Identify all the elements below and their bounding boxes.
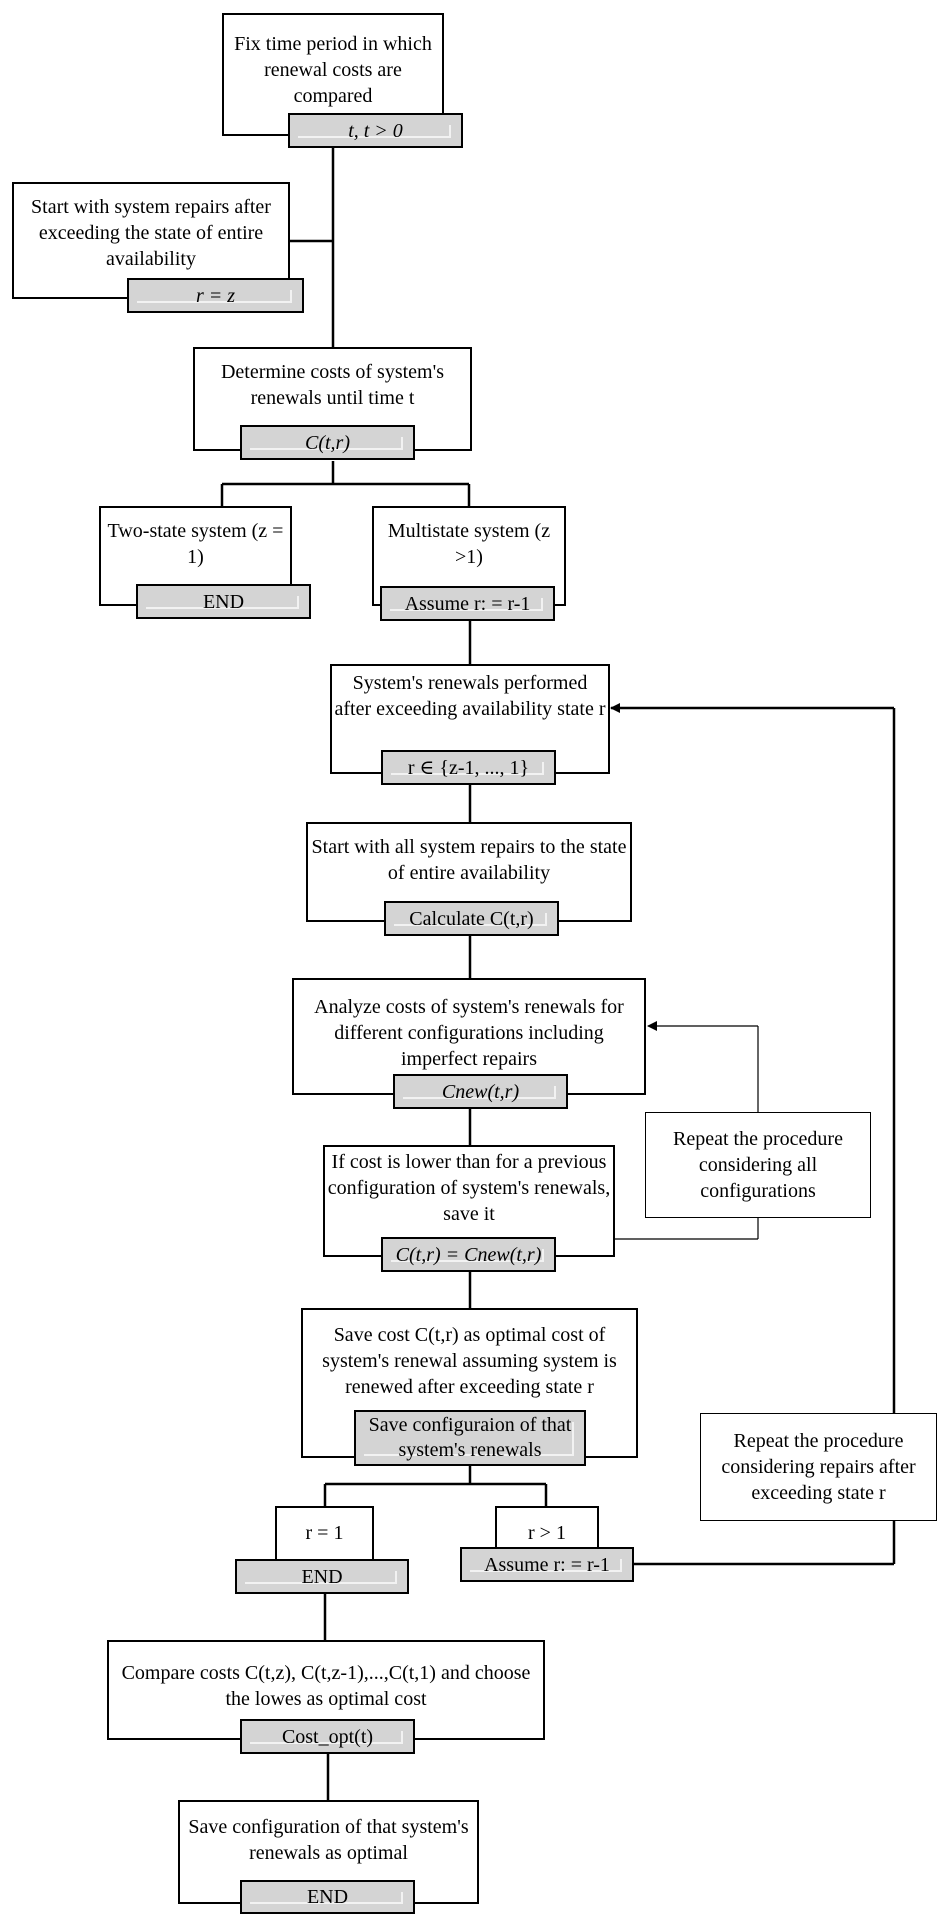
note-repeat-repairs: Repeat the procedure considering repairs… xyxy=(700,1413,937,1521)
tag-cost-opt: Cost_opt(t) xyxy=(240,1719,415,1754)
tag-end-two-state: END xyxy=(136,584,311,619)
tag-r-range: r ∈ {z-1, ..., 1} xyxy=(381,750,556,785)
note-repeat-configurations: Repeat the procedure considering all con… xyxy=(645,1112,871,1218)
tag-time-condition: t, t > 0 xyxy=(288,113,463,148)
tag-end-r-one: END xyxy=(235,1559,409,1594)
note-repeat-configurations-text: Repeat the procedure considering all con… xyxy=(673,1128,843,1202)
tag-save-cost-new: C(t,r) = Cnew(t,r) xyxy=(381,1237,556,1272)
step-system-renewals-state-r-text: System's renewals performed after exceed… xyxy=(334,672,606,720)
tag-assume-r-decrement: Assume r: = r-1 xyxy=(380,586,555,621)
tag-calculate-cost: Calculate C(t,r) xyxy=(384,901,559,936)
step-compare-all-costs: Compare costs C(t,z), C(t,z-1),...,C(t,1… xyxy=(107,1640,545,1740)
tag-cost-function: C(t,r) xyxy=(240,425,415,460)
step-compare-all-costs-text: Compare costs C(t,z), C(t,z-1),...,C(t,1… xyxy=(121,1662,531,1710)
tag-end-final: END xyxy=(240,1880,415,1914)
step-two-state-system-text: Two-state system (z = 1) xyxy=(107,520,284,568)
step-analyze-costs-text: Analyze costs of system's renewals for d… xyxy=(314,996,624,1070)
step-r-equals-one-text: r = 1 xyxy=(305,1522,344,1544)
step-compare-previous-config-text: If cost is lower than for a previous con… xyxy=(327,1151,611,1225)
step-multistate-system-text: Multistate system (z >1) xyxy=(387,520,551,568)
tag-assume-r-decrement-2: Assume r: = r-1 xyxy=(460,1547,634,1582)
step-start-system-repairs: Start with system repairs after exceedin… xyxy=(12,182,290,299)
tag-r-equals-z: r = z xyxy=(127,278,304,313)
step-fix-time-period-text: Fix time period in which renewal costs a… xyxy=(234,33,432,107)
step-start-all-repairs-text: Start with all system repairs to the sta… xyxy=(311,836,627,884)
step-start-all-repairs: Start with all system repairs to the sta… xyxy=(306,822,632,922)
tag-cost-new: Cnew(t,r) xyxy=(393,1074,568,1109)
step-save-optimal-cost-text: Save cost C(t,r) as optimal cost of syst… xyxy=(322,1324,617,1398)
tag-save-configuration: Save configuraion of that system's renew… xyxy=(354,1410,586,1466)
step-determine-costs-text: Determine costs of system's renewals unt… xyxy=(220,361,444,409)
note-repeat-repairs-text: Repeat the procedure considering repairs… xyxy=(721,1430,916,1504)
step-r-greater-one-text: r > 1 xyxy=(528,1522,566,1544)
step-start-system-repairs-text: Start with system repairs after exceedin… xyxy=(31,196,271,270)
step-save-optimal-config-text: Save configuration of that system's rene… xyxy=(188,1816,469,1864)
